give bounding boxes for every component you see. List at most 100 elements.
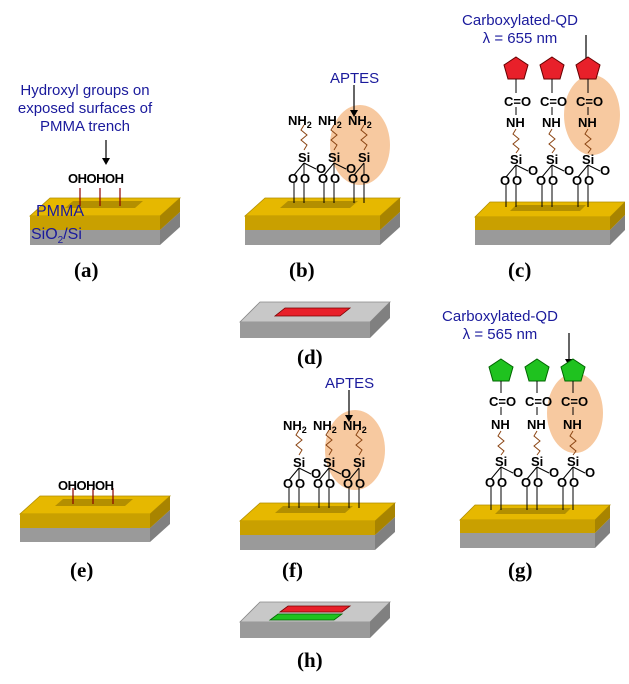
svg-text:O: O — [318, 171, 328, 186]
label-a: (a) — [74, 258, 99, 282]
hydroxyl-labels-e: OHOHOH — [58, 478, 114, 493]
svg-text:Si: Si — [323, 455, 335, 470]
annotation-aptes-f: APTES — [325, 375, 375, 392]
svg-text:O: O — [548, 173, 558, 188]
svg-text:O: O — [528, 163, 538, 178]
svg-text:NH2: NH2 — [348, 113, 372, 130]
svg-text:O: O — [497, 475, 507, 490]
svg-text:O: O — [500, 173, 510, 188]
svg-text:C=O: C=O — [576, 94, 603, 109]
svg-text:O: O — [485, 475, 495, 490]
svg-text:O: O — [316, 161, 326, 176]
svg-text:O: O — [330, 171, 340, 186]
svg-text:NH: NH — [542, 115, 561, 130]
svg-text:Si: Si — [582, 152, 594, 167]
label-b: (b) — [289, 258, 315, 282]
annotation-qd-565: Carboxylated-QD λ = 565 nm — [442, 308, 558, 343]
svg-text:O: O — [521, 475, 531, 490]
svg-text:O: O — [360, 171, 370, 186]
label-h: (h) — [297, 648, 323, 672]
svg-text:Si: Si — [358, 150, 370, 165]
svg-text:O: O — [288, 171, 298, 186]
label-e: (e) — [70, 558, 94, 582]
svg-text:Si: Si — [328, 150, 340, 165]
svg-text:NH2: NH2 — [288, 113, 312, 130]
svg-text:O: O — [325, 476, 335, 491]
svg-text:O: O — [355, 476, 365, 491]
svg-text:O: O — [564, 163, 574, 178]
svg-text:C=O: C=O — [489, 394, 516, 409]
svg-text:NH2: NH2 — [318, 113, 342, 130]
qd-red-3 — [575, 56, 601, 80]
qd-red-1 — [503, 56, 529, 80]
label-f: (f) — [282, 558, 303, 582]
svg-text:C=O: C=O — [561, 394, 588, 409]
svg-text:O: O — [513, 465, 523, 480]
panel-d-diagram — [239, 301, 391, 338]
svg-text:Si: Si — [510, 152, 522, 167]
svg-text:NH2: NH2 — [313, 418, 337, 435]
red-stripe — [273, 307, 352, 317]
svg-text:O: O — [600, 163, 610, 178]
svg-text:NH: NH — [491, 417, 510, 432]
hydroxyl-labels-a: OHOHOH — [68, 171, 124, 186]
svg-text:O: O — [585, 465, 595, 480]
svg-text:C=O: C=O — [540, 94, 567, 109]
annotation-hydroxyl: Hydroxyl groups on exposed surfaces of P… — [17, 82, 153, 135]
svg-text:NH: NH — [506, 115, 525, 130]
svg-text:O: O — [569, 475, 579, 490]
svg-text:Si: Si — [567, 454, 579, 469]
svg-text:Si: Si — [546, 152, 558, 167]
svg-text:NH: NH — [578, 115, 597, 130]
highlight-ellipse-c — [564, 75, 620, 155]
qd-green-3 — [560, 358, 586, 382]
svg-text:C=O: C=O — [504, 94, 531, 109]
svg-text:NH2: NH2 — [283, 418, 307, 435]
svg-text:O: O — [348, 171, 358, 186]
svg-text:O: O — [295, 476, 305, 491]
panel-h-diagram — [239, 601, 391, 638]
annotation-aptes-b: APTES — [330, 70, 380, 87]
highlight-ellipse-g — [547, 373, 603, 453]
svg-text:C=O: C=O — [525, 394, 552, 409]
svg-text:O: O — [341, 466, 351, 481]
svg-text:O: O — [346, 161, 356, 176]
svg-text:O: O — [557, 475, 567, 490]
svg-text:Si: Si — [298, 150, 310, 165]
svg-text:O: O — [283, 476, 293, 491]
label-d: (d) — [297, 345, 323, 369]
annotation-qd-655: Carboxylated-QD λ = 655 nm — [462, 12, 578, 47]
svg-text:O: O — [549, 465, 559, 480]
svg-text:O: O — [311, 466, 321, 481]
highlight-ellipse — [330, 105, 390, 185]
svg-text:O: O — [572, 173, 582, 188]
svg-text:Si: Si — [353, 455, 365, 470]
svg-text:Si: Si — [495, 454, 507, 469]
red-stripe-h — [278, 605, 352, 613]
svg-text:O: O — [512, 173, 522, 188]
label-g: (g) — [508, 558, 533, 582]
svg-text:Si: Si — [293, 455, 305, 470]
svg-text:O: O — [533, 475, 543, 490]
svg-text:O: O — [300, 171, 310, 186]
qd-green-1 — [488, 358, 514, 382]
svg-text:NH: NH — [563, 417, 582, 432]
panel-e-diagram — [18, 488, 172, 542]
svg-text:NH: NH — [527, 417, 546, 432]
svg-text:O: O — [313, 476, 323, 491]
pmma-label: PMMA — [36, 203, 84, 220]
label-c: (c) — [508, 258, 532, 282]
substrate-label: SiO2/Si — [31, 226, 82, 247]
qd-green-2 — [524, 358, 550, 382]
svg-text:O: O — [536, 173, 546, 188]
green-stripe-h — [268, 613, 344, 621]
svg-text:O: O — [343, 476, 353, 491]
highlight-ellipse-f — [325, 410, 385, 490]
svg-text:NH2: NH2 — [343, 418, 367, 435]
qd-red-2 — [539, 56, 565, 80]
svg-text:O: O — [584, 173, 594, 188]
